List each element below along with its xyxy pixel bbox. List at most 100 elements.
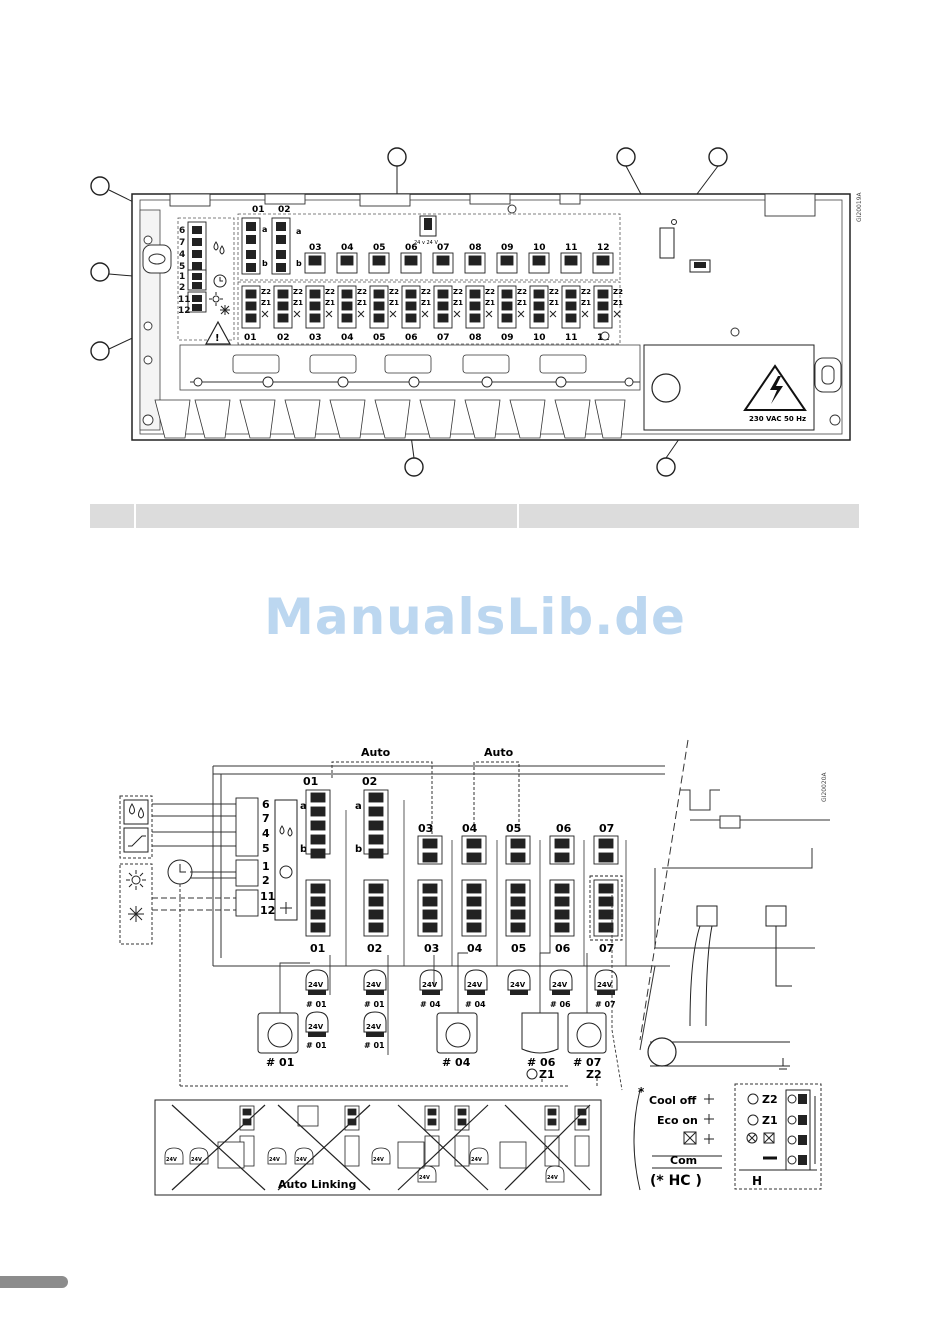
connector [544, 1135, 560, 1167]
connectors [305, 789, 623, 941]
actuator-tag: # 04 [420, 1000, 441, 1009]
z-label: Z1 [453, 299, 463, 307]
snowflake-icon [128, 906, 144, 922]
controller-diagram: 6 7 4 5 1 2 11 12 ! 01 02 a b a b 24 v 2… [90, 147, 863, 477]
actuator-label: 24V [191, 1157, 202, 1163]
ab-label: b [296, 259, 302, 268]
channel-label: 01 [303, 775, 318, 788]
h-legend-box [734, 1083, 822, 1190]
channel-label: 02 [362, 775, 377, 788]
upper-connectors [304, 252, 614, 274]
callout-circle [708, 147, 728, 167]
terminal-number: 5 [179, 262, 185, 272]
cool-off-label: Cool off [649, 1094, 696, 1107]
callout-circle [90, 341, 110, 361]
terminal-number: 1 [262, 860, 270, 873]
ground-icon [777, 1058, 789, 1070]
thermostat-tag: # 01 [266, 1056, 294, 1069]
z-label: Z2 [517, 288, 527, 296]
channel-label: 10 [533, 333, 546, 343]
channel-label: 07 [437, 243, 450, 253]
channel-label: 12 [597, 243, 610, 253]
actuator: 24V [545, 1165, 565, 1183]
channel-label: 07 [599, 942, 614, 955]
actuator: 24V [305, 1011, 329, 1037]
channel-label: 05 [373, 333, 386, 343]
actuator: 24V [371, 1147, 391, 1165]
actuator: 24V [549, 969, 573, 995]
z-label: Z2 [581, 288, 591, 296]
actuator: 24V [464, 969, 488, 995]
z-label: Z2 [261, 288, 271, 296]
actuator-tag: # 01 [306, 1000, 327, 1009]
ab-label: a [300, 801, 307, 812]
thermostat [499, 1141, 527, 1169]
z-label: Z2 [357, 288, 367, 296]
actuator-label: 24V [166, 1157, 177, 1163]
channel-label: 10 [533, 243, 546, 253]
ab-label: b [300, 844, 307, 855]
auto-label: Auto [484, 746, 514, 759]
ab-label: a [262, 225, 267, 234]
actuator-label: 24V [597, 981, 613, 989]
channel-label: 02 [367, 942, 382, 955]
actuator: 24V [507, 969, 531, 995]
channel-label: 05 [373, 243, 386, 253]
channel-label: 08 [469, 243, 482, 253]
z-label: Z2 [325, 288, 335, 296]
channel-label: 02 [277, 333, 290, 343]
z-label: Z2 [389, 288, 399, 296]
left-terminal-numbers: 6 7 4 5 1 2 11 12 [260, 798, 275, 917]
actuator-tag: # 01 [364, 1000, 385, 1009]
sun-icon [209, 292, 223, 306]
z-label: Z1 [549, 299, 559, 307]
channel-label: 06 [556, 822, 572, 835]
auto-label: Auto [361, 746, 391, 759]
actuator-tags: # 01 # 01 # 04 # 04 # 06 # 07 # 01 # 01 [306, 1000, 616, 1050]
channel-label: 04 [467, 942, 483, 955]
channel-label: 02 [278, 205, 291, 215]
z-label: Z1 [293, 299, 303, 307]
actuator: 24V [267, 1147, 287, 1165]
z-label: Z2 [613, 288, 623, 296]
snowflake-icon [704, 1094, 714, 1144]
callout-circle [90, 262, 110, 282]
actuator-label: 24V [422, 981, 438, 989]
com-label: Com [670, 1154, 697, 1167]
terminal-number: 2 [262, 874, 270, 887]
actuator-tag: # 07 [595, 1000, 616, 1009]
channel-label: 07 [599, 822, 614, 835]
actuator-label: 24V [547, 1175, 558, 1181]
terminal-number: 1 [179, 272, 185, 282]
channel-label: 03 [424, 942, 439, 955]
thermostat [297, 1105, 319, 1127]
channel-label: 09 [501, 333, 514, 343]
svg-text:Z2: Z2 [762, 1093, 778, 1106]
connector [344, 1135, 360, 1167]
cross-icon [746, 1132, 775, 1144]
terminal-number: 11 [178, 295, 191, 305]
actuator-label: 24V [510, 981, 526, 989]
actuator-label: 24V [308, 1023, 324, 1031]
z-label: Z2 [293, 288, 303, 296]
actuator: 24V [419, 969, 443, 995]
z-label: Z2 [421, 288, 431, 296]
snowflake-icon [280, 902, 292, 914]
z-label: Z1 [389, 299, 399, 307]
svg-text:H: H [752, 1174, 762, 1188]
actuator-label: 24V [373, 1157, 384, 1163]
humidity-drops-icon [213, 241, 225, 255]
channel-label: 03 [309, 243, 322, 253]
z-label: Z1 [421, 299, 431, 307]
actuator-label: 24V [471, 1157, 482, 1163]
actuator: 24V [189, 1147, 209, 1165]
channel-label: 05 [511, 942, 526, 955]
z-label: Z1 [613, 299, 623, 307]
channel-label: 07 [437, 333, 450, 343]
figure-code: GI20019A [856, 191, 863, 222]
watermark: ManualsLib.de [264, 588, 686, 646]
ab-label: b [262, 259, 268, 268]
hc-legend: * Cool off Eco on Com (* HC ) [633, 1085, 722, 1191]
clock-icon [747, 1114, 759, 1126]
